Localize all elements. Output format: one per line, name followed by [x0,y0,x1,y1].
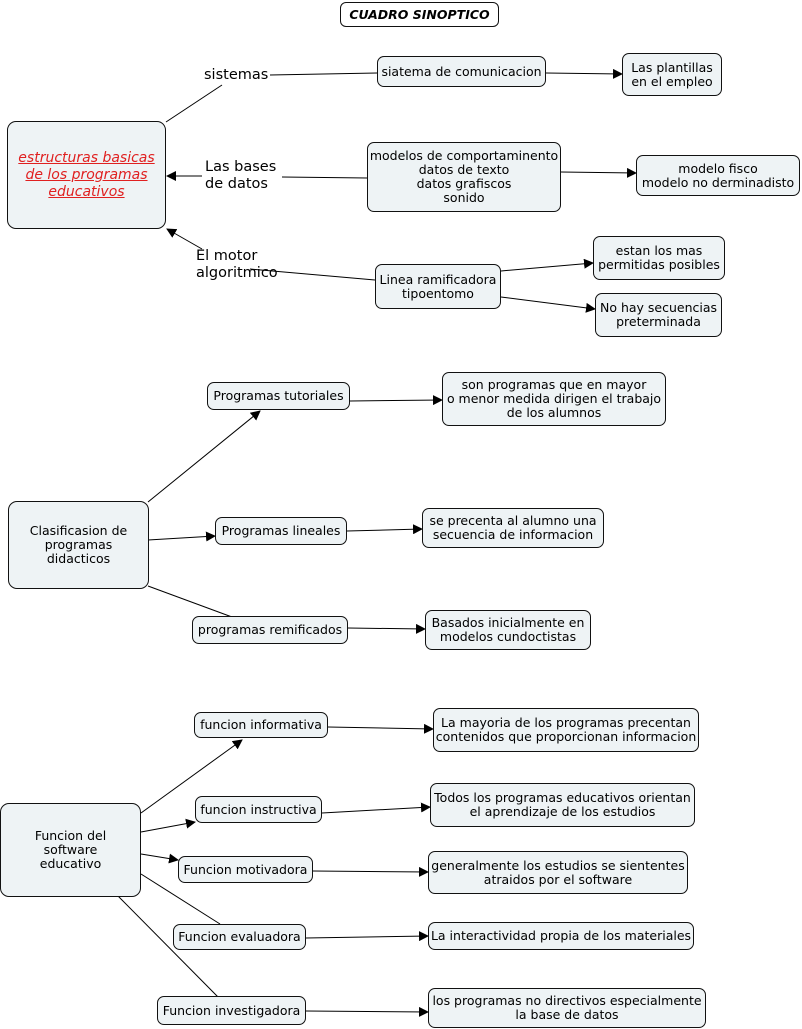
link-node-modelo [560,167,637,178]
node-investigadora-desc: los programas no directivos especialment… [428,988,706,1028]
link-root-tutoriales [147,410,261,503]
root-estructuras-basicas: estructuras basicas de los programas edu… [7,121,166,229]
root-clasificacion: Clasificasion de programas didacticos [8,501,149,589]
node-instructiva-desc: Todos los programas educativos orientan … [430,783,695,827]
node-lineales-desc: se precenta al alumno una secuencia de i… [422,508,604,548]
node-modelo-fisco: modelo fisco modelo no derminadisto [636,155,800,196]
link-node-plantillas [545,68,623,79]
node-modelos-comportamiento: modelos de comportaminento datos de text… [367,142,561,212]
node-funcion-investigadora: Funcion investigadora [157,996,306,1025]
link-lineales-desc [346,524,423,535]
node-evaluadora-desc: La interactividad propia de los material… [428,922,694,950]
page-title: CUADRO SINOPTICO [340,2,499,27]
link-root-sistemas [165,84,223,123]
link-motivadora-desc [312,866,429,877]
node-remificados-desc: Basados inicialmente en modelos cundocti… [425,610,591,650]
link-node-estan [500,258,594,272]
node-informativa-desc: La mayoria de los programas precentan co… [433,708,699,752]
link-informativa-desc [327,723,434,734]
link-bases-node [281,176,368,179]
link-remificados-desc [347,623,426,634]
link-root-instructiva [140,818,196,833]
link-root-evaluadora [140,873,221,925]
node-siatema-comunicacion: siatema de comunicacion [377,56,546,87]
link-root-informativa [140,739,243,814]
link-tutoriales-desc [349,395,443,406]
branch-label-sistemas: sistemas [204,67,269,83]
node-tutoriales-desc: son programas que en mayor o menor medid… [442,372,666,426]
node-programas-lineales: Programas lineales [215,517,347,545]
node-funcion-instructiva: funcion instructiva [195,796,322,823]
node-funcion-motivadora: Funcion motivadora [178,856,313,883]
link-instructiva-desc [321,802,431,814]
link-root-motivadora [140,853,179,864]
node-no-hay-secuencias: No hay secuencias preterminada [595,293,722,337]
link-investigadora-desc [305,1006,429,1017]
branch-label-bases: Las bases de datos [205,159,277,192]
node-estan-permitidas: estan los mas permitidas posibles [593,236,725,280]
node-motivadora-desc: generalmente los estudios se siententes … [428,851,688,894]
root-funcion-software: Funcion del software educativo [0,803,141,897]
link-node-nohay [500,296,596,313]
link-evaluadora-desc [305,931,429,942]
node-linea-ramificadora: Linea ramificadora tipoentomo [375,264,501,309]
link-root-lineales [147,531,216,542]
node-funcion-informativa: funcion informativa [194,712,328,738]
branch-label-motor: El motor algoritmico [196,248,278,281]
node-programas-remificados: programas remificados [192,616,348,644]
link-root-remificados [147,585,233,618]
node-funcion-evaluadora: Funcion evaluadora [173,924,306,950]
node-programas-tutoriales: Programas tutoriales [207,382,350,410]
link-motor-root [166,228,203,250]
link-sistemas-node [269,72,378,76]
link-root-investigadora [117,895,219,998]
node-plantillas: Las plantillas en el empleo [622,53,722,96]
link-motor-node [249,268,376,281]
